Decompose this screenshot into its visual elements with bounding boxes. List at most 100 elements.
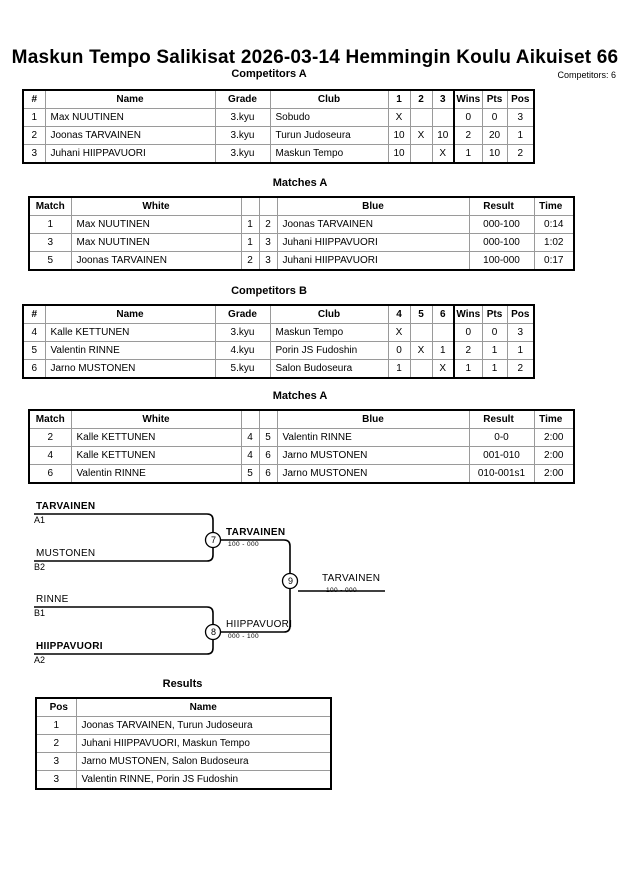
- cell-match-number: 2: [28, 428, 72, 447]
- cell-grade: 5.kyu: [214, 359, 271, 379]
- column-header-blue: Blue: [276, 196, 470, 216]
- bracket-match-number-9: 9: [287, 576, 293, 586]
- cell-white-number: 4: [240, 428, 260, 447]
- column-header-white: White: [70, 196, 242, 216]
- cell-score-2: X: [409, 126, 433, 145]
- cell-name: Valentin RINNE: [44, 341, 216, 360]
- cell-wins: 1: [453, 359, 483, 379]
- cell-result: 000-100: [468, 215, 535, 234]
- column-header-white-num: [240, 409, 260, 429]
- cell-match-number: 6: [28, 464, 72, 484]
- cell-white-number: 1: [240, 215, 260, 234]
- cell-grade: 3.kyu: [214, 144, 271, 164]
- column-header-6: 6: [431, 304, 455, 324]
- cell-score-2: [409, 323, 433, 342]
- cell-blue-competitor: Juhani HIIPPAVUORI: [276, 251, 470, 271]
- cell-time: 2:00: [533, 428, 575, 447]
- cell-result: 010-001s1: [468, 464, 535, 484]
- cell-blue-number: 3: [258, 251, 278, 271]
- cell-wins: 2: [453, 126, 483, 145]
- cell-position: 2: [35, 734, 77, 753]
- cell-name: Juhani HIIPPAVUORI, Maskun Tempo: [75, 734, 332, 753]
- column-header-pos: Pos: [35, 697, 77, 717]
- cell-club: Salon Budoseura: [269, 359, 389, 379]
- cell-grade: 3.kyu: [214, 108, 271, 127]
- column-header-club: Club: [269, 304, 389, 324]
- cell-grade: 3.kyu: [214, 323, 271, 342]
- bracket-entry-name-4: HIIPPAVUORI: [36, 641, 103, 652]
- cell-points: 20: [481, 126, 508, 145]
- cell-score-1: 0: [387, 341, 411, 360]
- bracket-entry-name-1: TARVAINEN: [36, 501, 96, 512]
- bracket-semifinal-top-winner: TARVAINEN: [226, 527, 286, 538]
- bracket-match-number-8: 8: [210, 627, 216, 637]
- cell-time: 2:00: [533, 464, 575, 484]
- cell-name: Max NUUTINEN: [44, 108, 216, 127]
- matches-a-caption: Matches A: [272, 177, 328, 189]
- cell-name: Kalle KETTUNEN: [44, 323, 216, 342]
- column-header-blue-num: [258, 196, 278, 216]
- cell-points: 0: [481, 108, 508, 127]
- cell-position: 1: [506, 341, 535, 360]
- cell-time: 0:17: [533, 251, 575, 271]
- competitors-count: Competitors: 6: [557, 70, 616, 80]
- cell-blue-competitor: Jarno MUSTONEN: [276, 464, 470, 484]
- cell-score-1: 1: [387, 359, 411, 379]
- cell-match-number: 1: [28, 215, 72, 234]
- cell-grade: 3.kyu: [214, 126, 271, 145]
- bracket-lines: [34, 513, 385, 655]
- column-header-club: Club: [269, 89, 389, 109]
- competitors-a-caption: Competitors A: [231, 68, 307, 80]
- column-header-: #: [22, 89, 46, 109]
- bracket-entry-name-3: RINNE: [36, 594, 69, 605]
- cell-blue-number: 3: [258, 233, 278, 252]
- cell-wins: 2: [453, 341, 483, 360]
- page-title-container: Maskun Tempo Salikisat 2026-03-14 Hemmin…: [0, 46, 630, 72]
- cell-points: 10: [481, 144, 508, 164]
- column-header-grade: Grade: [214, 89, 271, 109]
- cell-match-number: 3: [28, 233, 72, 252]
- cell-score-2: X: [409, 341, 433, 360]
- bracket-entry-code-1: A1: [34, 515, 46, 525]
- column-header-time: Time: [533, 409, 575, 429]
- cell-white-number: 1: [240, 233, 260, 252]
- cell-blue-number: 5: [258, 428, 278, 447]
- tournament-bracket: TARVAINEN A1 MUSTONEN B2 RINNE B1 HIIPPA…: [0, 495, 630, 680]
- cell-time: 1:02: [533, 233, 575, 252]
- bracket-semifinal-bottom-winner: HIIPPAVUORI: [226, 619, 293, 630]
- cell-white-competitor: Kalle KETTUNEN: [70, 446, 242, 465]
- bracket-entry-code-3: B1: [34, 608, 46, 618]
- column-header-pts: Pts: [481, 304, 508, 324]
- cell-time: 0:14: [533, 215, 575, 234]
- cell-number: 6: [22, 359, 46, 379]
- cell-blue-number: 6: [258, 446, 278, 465]
- cell-result: 000-100: [468, 233, 535, 252]
- cell-score-2: [409, 144, 433, 164]
- column-header-blue: Blue: [276, 409, 470, 429]
- cell-name: Jarno MUSTONEN, Salon Budoseura: [75, 752, 332, 771]
- column-header-pos: Pos: [506, 89, 535, 109]
- cell-white-competitor: Max NUUTINEN: [70, 215, 242, 234]
- cell-club: Porin JS Fudoshin: [269, 341, 389, 360]
- column-header-pos: Pos: [506, 304, 535, 324]
- column-header-1: 1: [387, 89, 411, 109]
- cell-score-1: 10: [387, 144, 411, 164]
- bracket-final-winner: TARVAINEN: [322, 573, 381, 584]
- column-header-2: 2: [409, 89, 433, 109]
- cell-name: Jarno MUSTONEN: [44, 359, 216, 379]
- column-header-wins: Wins: [453, 89, 483, 109]
